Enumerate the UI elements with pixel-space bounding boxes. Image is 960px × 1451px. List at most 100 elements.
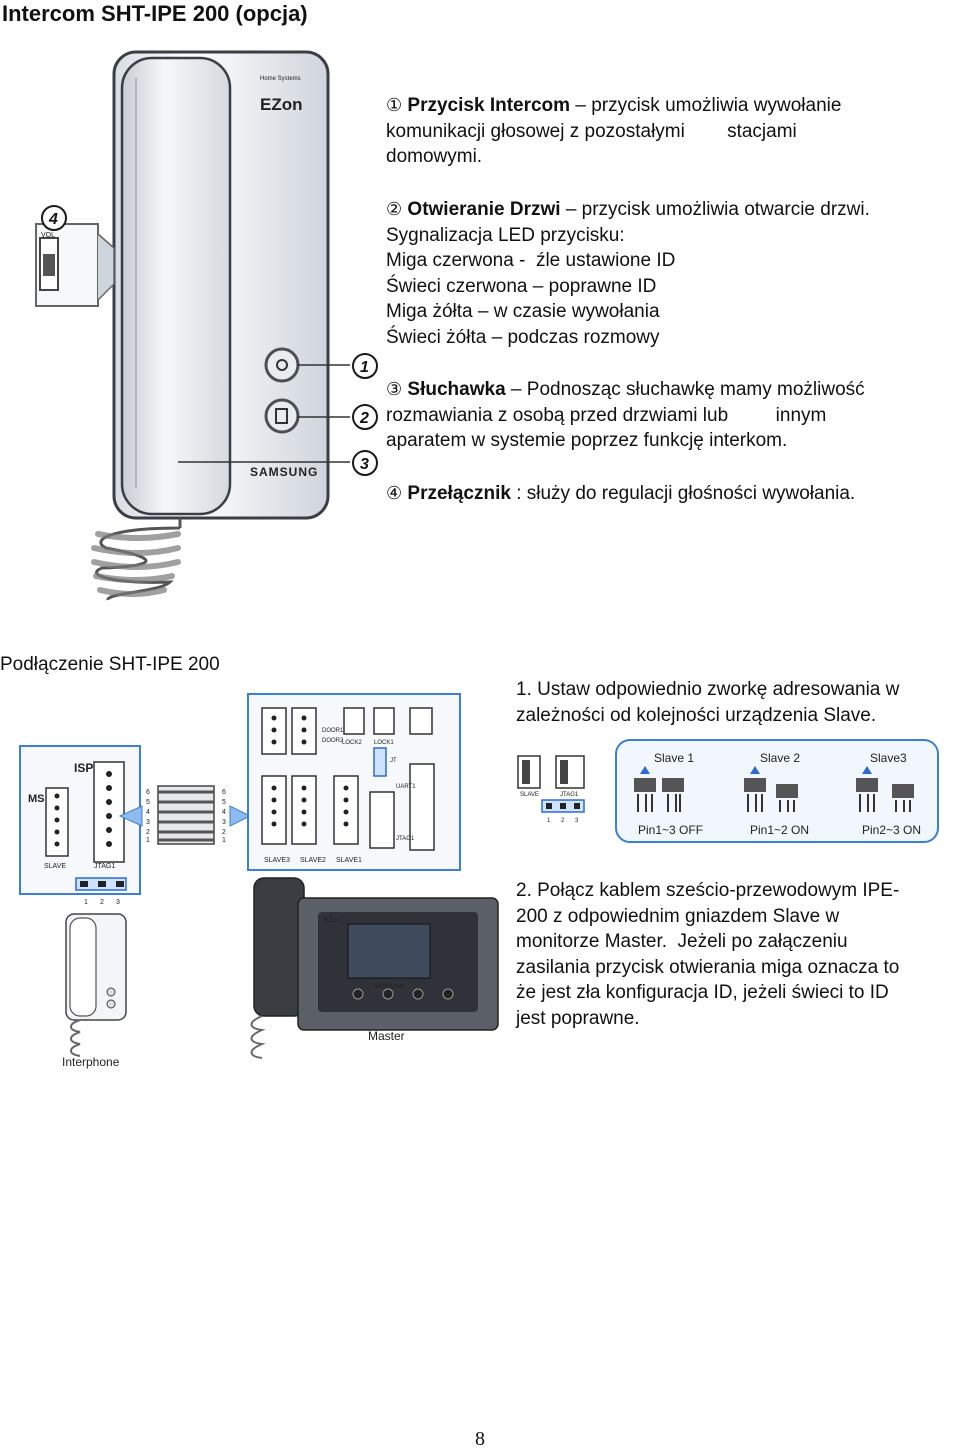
connection-heading: Podłączenie SHT-IPE 200: [0, 654, 220, 675]
master-ezon: EZon: [324, 917, 341, 924]
feature-4: ④ Przełącznik : służy do regulacji głośn…: [386, 481, 960, 507]
feature-4-line-1: : służy do regulacji głośności wywołania…: [516, 483, 856, 504]
jumper-slave-3: [856, 766, 914, 812]
feature-3-name: Słuchawka: [407, 379, 506, 400]
jumper-jtag-label: JTAG1: [560, 792, 579, 798]
setting-2: Pin1~2 ON: [750, 823, 809, 837]
jumper-slave-1: [634, 766, 684, 812]
pin-right-5: 5: [222, 799, 226, 806]
pin-right-2: 2: [222, 829, 226, 836]
wiring-diagram-figure: ISP MS SLAVE JTAG1 1 2 3 6 5 4 3 2 1 6 5…: [19, 693, 499, 1069]
jumper-settings-figure: SLAVE JTAG1 1 2 3 Slave 1 Slave 2 Slave3…: [517, 739, 939, 843]
feature-2-line-3: Miga czerwona - źle ustawione ID: [386, 250, 676, 271]
step-2-line-4: zasilania przycisk otwierania miga oznac…: [516, 956, 900, 978]
step-2-line-1: 2. Połącz kablem sześcio-przewodowym IPE…: [516, 880, 900, 901]
page-number: 8: [475, 1428, 485, 1450]
slave-3-label: Slave3: [870, 751, 907, 765]
feature-3-line-3: aparatem w systemie poprzez funkcję inte…: [386, 430, 788, 451]
feature-3-line-1: – Podnosząc słuchawkę mamy możliwość: [510, 379, 865, 400]
step-1-line-2: zależności od kolejności urządzenia Slav…: [516, 704, 877, 726]
feature-3-marker: ③: [386, 379, 403, 400]
feature-2-line-4: Świeci czerwona – poprawne ID: [386, 275, 657, 297]
uart-label: UART1: [396, 784, 416, 790]
ms-jtag-num-3: 3: [116, 899, 120, 906]
step-2-line-6: jest poprawne.: [516, 1007, 640, 1029]
feature-2-marker: ②: [386, 199, 403, 220]
jumper-num-2: 2: [561, 818, 565, 824]
feature-2-line-5: Miga żółta – w czasie wywołania: [386, 301, 660, 322]
feature-2-line-2: Sygnalizacja LED przycisku:: [386, 224, 625, 246]
feature-3: ③ Słuchawka – Podnosząc słuchawkę mamy m…: [386, 377, 960, 454]
ms-jtag-label: JTAG1: [94, 863, 115, 870]
step-2-line-3: monitorze Master. Jeżeli po załączeniu: [516, 931, 848, 952]
isp-label: ISP: [74, 761, 93, 775]
master-samsung: SAMSUNG: [374, 984, 405, 990]
six-wire-cable: [157, 785, 215, 845]
feature-2-line-6: Świeci żółta – podczas rozmowy: [386, 326, 660, 348]
callout-4: 4: [48, 211, 58, 228]
callout-1: 1: [360, 359, 369, 376]
jumper-num-3: 3: [575, 818, 579, 824]
door1-label: DOOR1: [322, 728, 344, 734]
slave1-label: SLAVE1: [336, 857, 362, 864]
intercom-device-figure: Home Systems EZon SAMSUNG VOL 4 1 2 3: [35, 50, 378, 602]
master-label: Master: [368, 1029, 405, 1043]
master-monitor: [250, 877, 499, 1059]
vol-label: VOL: [41, 232, 55, 239]
interphone-device: [65, 913, 127, 1057]
pin-right-3: 3: [222, 819, 226, 826]
setting-3: Pin2~3 ON: [862, 823, 921, 837]
step-2-line-5: że jest zła konfiguracja ID, jeżeli świe…: [516, 982, 889, 1003]
step-2: 2. Połącz kablem sześcio-przewodowym IPE…: [516, 878, 960, 1031]
door-button-icon: [264, 398, 300, 434]
feature-2-line-1: – przycisk umożliwia otwarcie drzwi.: [565, 199, 870, 220]
pin-left-4: 4: [146, 809, 150, 816]
pin-right-4: 4: [222, 809, 226, 816]
ms-label: MS: [28, 793, 45, 805]
ms-slave-label: SLAVE: [44, 863, 66, 870]
feature-2: ② Otwieranie Drzwi – przycisk umożliwia …: [386, 197, 960, 350]
step-1: 1. Ustaw odpowiednio zworkę adresowania …: [516, 677, 960, 728]
pin-left-1: 1: [146, 837, 150, 844]
feature-1-line-2: komunikacji głosowej z pozostałymi stacj…: [386, 120, 797, 142]
slave-1-label: Slave 1: [654, 751, 694, 765]
feature-1-name: Przycisk Intercom: [407, 95, 571, 116]
feature-1-line-1: – przycisk umożliwia wywołanie: [575, 95, 842, 116]
setting-1: Pin1~3 OFF: [638, 823, 703, 837]
feature-1-line-3: domowymi.: [386, 146, 483, 167]
feature-4-marker: ④: [386, 483, 403, 504]
feature-2-name: Otwieranie Drzwi: [407, 199, 561, 220]
page-title: Intercom SHT-IPE 200 (opcja): [2, 1, 308, 26]
step-2-line-2: 200 z odpowiednim gniazdem Slave w: [516, 905, 840, 927]
pin-left-2: 2: [146, 829, 150, 836]
feature-4-name: Przełącznik: [407, 483, 511, 504]
ms-jtag-num-1: 1: [84, 899, 88, 906]
brand-small: Home Systems: [260, 76, 301, 82]
slave-2-label: Slave 2: [760, 751, 800, 765]
jumper-slave-2: [744, 766, 798, 812]
pin-right-1: 1: [222, 837, 226, 844]
slave2-label: SLAVE2: [300, 857, 326, 864]
jumper-num-1: 1: [547, 818, 551, 824]
pin-left-5: 5: [146, 799, 150, 806]
callout-3: 3: [360, 456, 369, 473]
door2-label: DOOR2: [322, 738, 344, 744]
pin-left-3: 3: [146, 819, 150, 826]
jtag-master-label: JTAG1: [396, 836, 415, 842]
slave3-label: SLAVE3: [264, 857, 290, 864]
feature-1: ① Przycisk Intercom – przycisk umożliwia…: [386, 93, 960, 170]
callout-2: 2: [359, 410, 369, 427]
jumper-slave-label: SLAVE: [520, 792, 539, 798]
interphone-label: Interphone: [62, 1055, 120, 1069]
brand-logo: EZon: [260, 95, 303, 114]
intercom-button-icon: [264, 347, 300, 383]
pin-right-6: 6: [222, 789, 226, 796]
ms-jtag-num-2: 2: [100, 899, 104, 906]
lock2-label: LOCK2: [342, 740, 362, 746]
jt-label: JT: [390, 758, 397, 764]
pin-left-6: 6: [146, 789, 150, 796]
step-1-line-1: 1. Ustaw odpowiednio zworkę adresowania …: [516, 679, 900, 700]
feature-1-marker: ①: [386, 95, 403, 116]
feature-3-line-2: rozmawiania z osobą przed drzwiami lub i…: [386, 404, 827, 426]
lock1-label: LOCK1: [374, 740, 394, 746]
